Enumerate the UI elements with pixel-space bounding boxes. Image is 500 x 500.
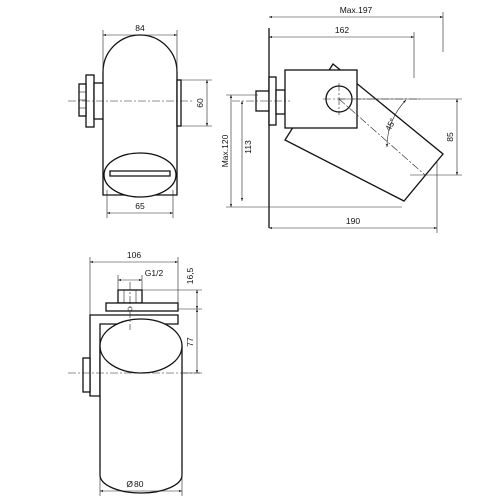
side-max-height-label: Max.120 <box>220 134 230 167</box>
top-spout-opening <box>99 318 183 374</box>
side-angle-arc <box>385 99 407 148</box>
diameter-symbol: Ø <box>126 479 133 489</box>
top-plate <box>105 302 179 312</box>
front-view: 84 60 65 <box>68 23 212 218</box>
top-thread-label: G1/2 <box>145 268 164 278</box>
top-view: 106 G1/2 16,5 77 Ø 80 <box>68 250 202 496</box>
front-width-label: 84 <box>135 23 145 33</box>
side-body-label: 162 <box>335 25 349 35</box>
top-offset-label: 16,5 <box>185 267 195 284</box>
side-right-height-label: 85 <box>445 132 455 142</box>
top-spout-cylinder <box>99 346 183 494</box>
side-center-height-label: 113 <box>243 140 253 154</box>
side-view: 45° Max.197 162 Max.120 113 85 190 <box>220 5 462 233</box>
front-height-label: 60 <box>195 98 205 108</box>
front-base-label: 65 <box>135 201 145 211</box>
top-diameter-label: 80 <box>134 479 144 489</box>
top-width-label: 106 <box>127 250 141 260</box>
side-bottom-label: 190 <box>346 216 360 226</box>
side-overall-label: Max.197 <box>340 5 373 15</box>
top-height-label: 77 <box>185 337 195 347</box>
top-bracket <box>89 314 179 397</box>
front-outlet <box>103 152 177 198</box>
